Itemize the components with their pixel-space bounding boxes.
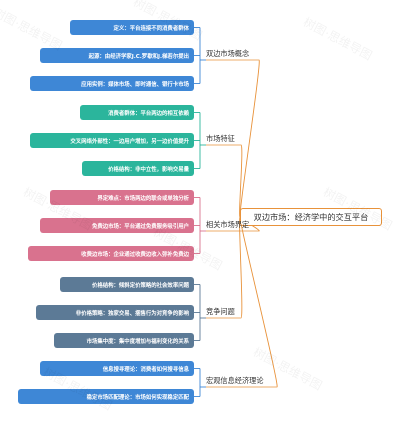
leaf-features-3[interactable]: 价格结构：非中立性，影响交易量 [82, 161, 194, 176]
trunk-link [239, 144, 243, 218]
leaf-competition-3[interactable]: 市场集中度：集中度增加与福利变化的关系 [54, 333, 194, 348]
leaf-competition-2[interactable]: 非价格策略：独家交易、捆售行为对竞争的影响 [36, 305, 194, 320]
branch-boundary[interactable]: 相关市场界定 [206, 220, 250, 229]
branch-concept[interactable]: 双边市场概念 [206, 49, 250, 58]
leaf-boundary-1[interactable]: 界定难点：市场两边的联合或单独分析 [50, 190, 194, 205]
leaf-concept-3[interactable]: 应用实例：媒体市场、即时通信、银行卡市场 [30, 76, 194, 91]
leaf-boundary-2[interactable]: 免费边市场：平台通过免费服务吸引用户 [40, 218, 194, 233]
branch-macro[interactable]: 宏观信息经济理论 [206, 376, 264, 385]
leaf-concept-2[interactable]: 起源：由经济学家J.C.罗歇和J.梯若尔提出 [40, 48, 194, 63]
trunk-link [239, 216, 243, 319]
leaf-competition-1[interactable]: 价格结构：倾斜定价策略的社会效率问题 [60, 277, 194, 292]
root-topic[interactable]: 双边市场：经济学中的交互平台 [240, 208, 382, 226]
leaf-boundary-3[interactable]: 收费边市场：企业通过收费边收入弥补免费边 [28, 246, 194, 261]
branch-features[interactable]: 市场特征 [206, 134, 235, 143]
leaf-features-1[interactable]: 消费者群体：平台两边的相互依赖 [80, 105, 194, 120]
leaf-concept-1[interactable]: 定义：平台连接不同消费者群体 [70, 20, 194, 35]
leaf-macro-1[interactable]: 信息搜寻理论：消费者如何搜寻信息 [40, 361, 194, 376]
leaf-macro-2[interactable]: 稳定市场匹配理论：市场如何实现稳定匹配 [18, 389, 194, 404]
branch-competition[interactable]: 竞争问题 [206, 307, 235, 316]
leaf-features-2[interactable]: 交叉网络外部性：一边用户增加，另一边价值提升 [30, 133, 194, 148]
